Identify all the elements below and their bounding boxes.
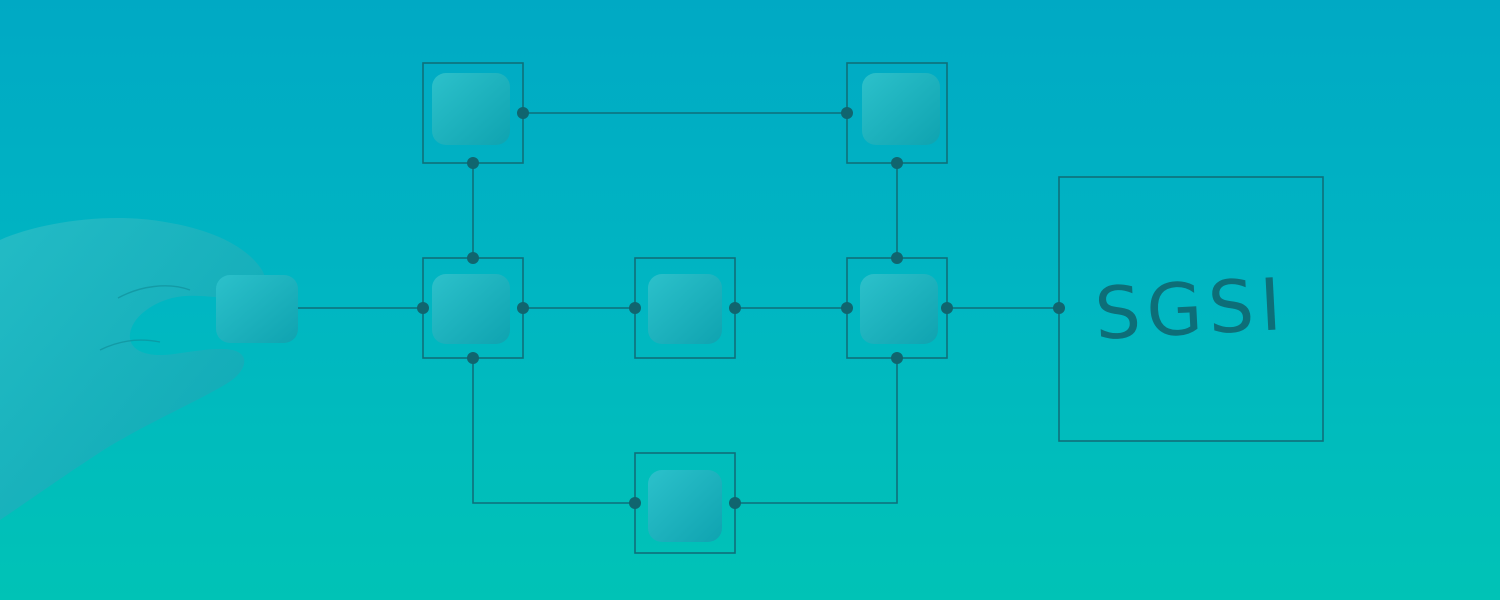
- node-center: [634, 257, 736, 359]
- connection-dots: [417, 107, 1065, 509]
- connector-lines: [298, 112, 1059, 504]
- node-top-left: [422, 62, 524, 164]
- cube: [648, 274, 722, 344]
- sgsi-label: SGSI: [1092, 262, 1290, 356]
- held-cube: [216, 275, 298, 343]
- node-middle-right: [846, 257, 948, 359]
- node-bottom: [634, 452, 736, 554]
- connector-bottom-left: [472, 358, 635, 504]
- cube: [860, 274, 938, 344]
- connector-bottom-right: [735, 358, 898, 504]
- cube: [648, 470, 722, 542]
- node-top-right: [846, 62, 948, 164]
- cube: [432, 73, 510, 145]
- cube: [432, 274, 510, 344]
- hand-icon: [0, 218, 298, 521]
- node-middle-left: [422, 257, 524, 359]
- cube: [862, 73, 940, 145]
